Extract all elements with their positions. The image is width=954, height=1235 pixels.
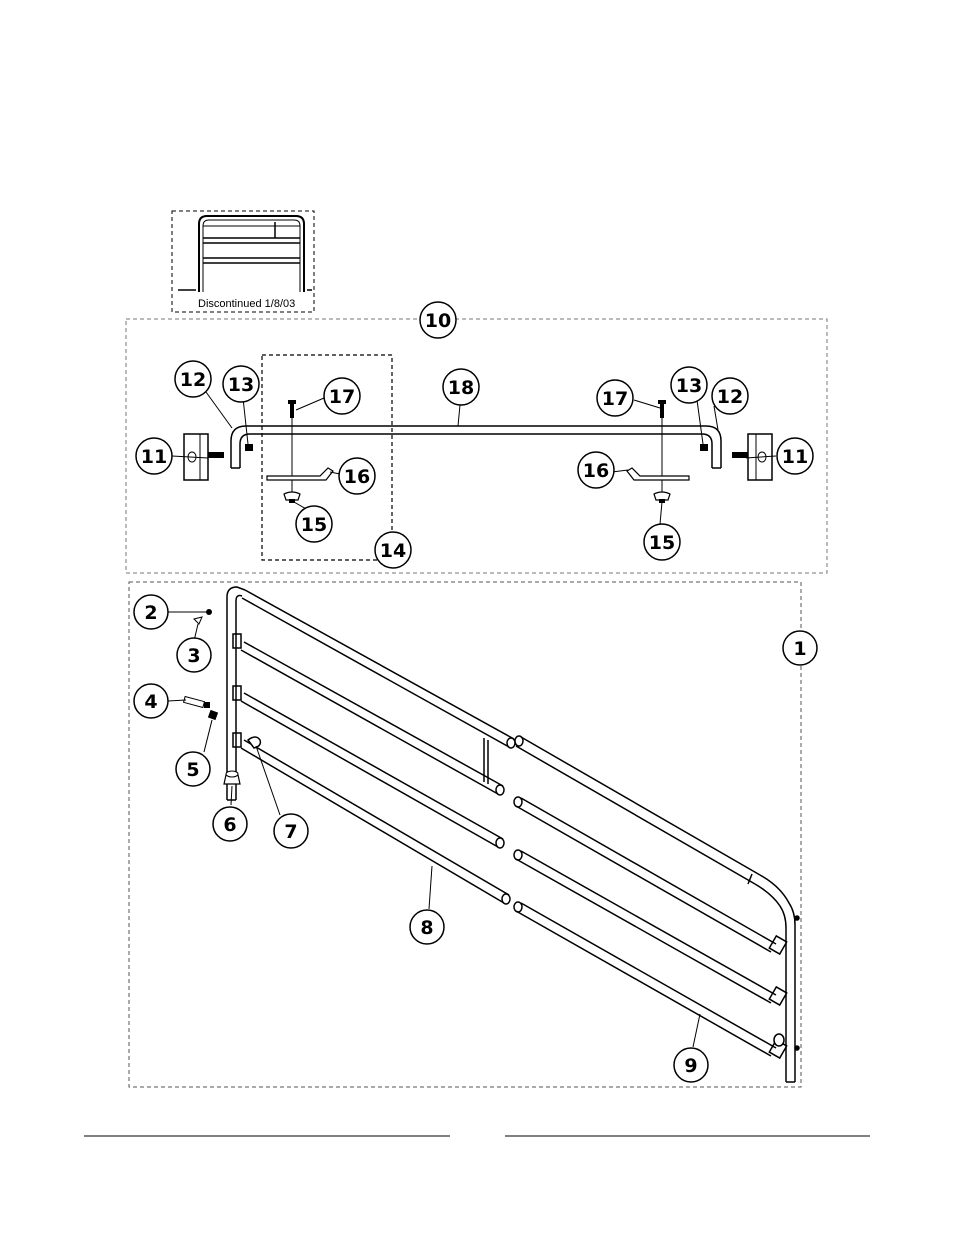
callout-18-label: 18 xyxy=(448,377,474,399)
callout-6-label: 6 xyxy=(223,814,236,836)
callout-16-right: 16 xyxy=(577,451,615,489)
callout-11-right-label: 11 xyxy=(782,446,808,468)
wing-nut-right xyxy=(653,491,671,503)
callout-13-right-label: 13 xyxy=(676,375,702,397)
callout-15-left-label: 15 xyxy=(301,514,327,536)
callout-2-label: 2 xyxy=(144,602,157,624)
callout-1-label: 1 xyxy=(793,638,806,660)
discontinued-inset: Discontinued 1/8/03 xyxy=(171,210,315,313)
callout-16-left: 16 xyxy=(338,457,376,495)
assembly-10-box xyxy=(125,318,828,574)
small-parts xyxy=(182,609,241,785)
plate-right xyxy=(626,467,690,481)
callout-11-left-label: 11 xyxy=(141,446,167,468)
callout-8-label: 8 xyxy=(420,917,433,939)
leader-lines-top xyxy=(171,391,777,525)
discontinued-caption: Discontinued 1/8/03 xyxy=(198,298,295,310)
callout-4: 4 xyxy=(133,683,169,719)
callout-15-right-label: 15 xyxy=(649,532,675,554)
wing-nut-left xyxy=(283,491,301,503)
callout-2: 2 xyxy=(133,594,169,630)
plate-left xyxy=(266,467,334,481)
callout-15-left: 15 xyxy=(295,505,333,543)
side-rail-part xyxy=(226,586,800,1083)
callout-15-right: 15 xyxy=(643,523,681,561)
callout-11-left: 11 xyxy=(135,437,173,475)
leader-lines-bottom xyxy=(167,611,701,1048)
callout-16-left-label: 16 xyxy=(344,466,370,488)
bolt-left xyxy=(288,400,296,494)
callout-13-left: 13 xyxy=(222,365,260,403)
callout-10-label: 10 xyxy=(425,310,451,332)
callout-17-left-label: 17 xyxy=(329,386,355,408)
callout-16-right-label: 16 xyxy=(583,460,609,482)
callout-11-right: 11 xyxy=(776,437,814,475)
callout-1: 1 xyxy=(782,630,818,666)
callout-12-right: 12 xyxy=(711,377,749,415)
callout-3-label: 3 xyxy=(187,645,200,667)
callout-6: 6 xyxy=(212,806,248,842)
callout-17-right: 17 xyxy=(596,379,634,417)
callout-12-right-label: 12 xyxy=(717,386,743,408)
callout-13-left-label: 13 xyxy=(228,374,254,396)
callout-17-left: 17 xyxy=(323,377,361,415)
callout-9: 9 xyxy=(673,1047,709,1083)
callout-9-label: 9 xyxy=(684,1055,697,1077)
callout-13-right: 13 xyxy=(670,366,708,404)
callout-14: 14 xyxy=(374,531,412,569)
assembly-1-box xyxy=(128,581,802,1088)
callout-5: 5 xyxy=(175,751,211,787)
callout-4-label: 4 xyxy=(144,691,157,713)
callout-18: 18 xyxy=(442,368,480,406)
callout-14-label: 14 xyxy=(380,540,406,562)
crossbar-part xyxy=(230,425,722,469)
callout-12-left: 12 xyxy=(174,360,212,398)
callout-17-right-label: 17 xyxy=(602,388,628,410)
callout-12-left-label: 12 xyxy=(180,369,206,391)
bolt-right xyxy=(658,400,666,494)
callout-7-label: 7 xyxy=(284,821,297,843)
callout-3: 3 xyxy=(176,637,212,673)
callout-8: 8 xyxy=(409,909,445,945)
callout-5-label: 5 xyxy=(186,759,199,781)
callout-7: 7 xyxy=(273,813,309,849)
callout-10: 10 xyxy=(419,301,457,339)
